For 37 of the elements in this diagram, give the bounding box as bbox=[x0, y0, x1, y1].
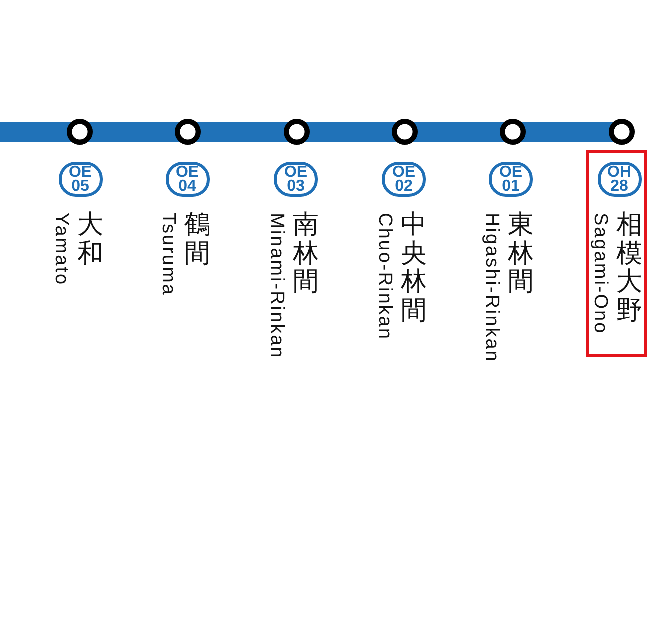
station-name: 東林間 bbox=[508, 211, 534, 297]
station-name: 中央林間 bbox=[401, 211, 427, 326]
station-name-romanized: Sagami-Ono bbox=[591, 213, 610, 335]
station-number-badge bbox=[382, 162, 426, 197]
station-number-badge bbox=[58, 162, 102, 197]
station-number-badge bbox=[598, 162, 642, 197]
station-code: OE 02 bbox=[391, 166, 417, 194]
station-name: 相模大野 bbox=[616, 211, 642, 326]
station-name: 鶴間 bbox=[184, 211, 210, 268]
station-name: 大和 bbox=[78, 211, 104, 268]
station-name: 南林間 bbox=[293, 211, 319, 297]
rail-line bbox=[93, 122, 175, 142]
rail-line bbox=[310, 122, 392, 142]
rail-line bbox=[526, 122, 609, 142]
station-circle bbox=[175, 119, 201, 145]
rail-line bbox=[0, 122, 67, 142]
station-name-romanized: Yamato bbox=[52, 213, 71, 286]
station-circle bbox=[609, 119, 635, 145]
station-name-romanized: Tsuruma bbox=[159, 213, 178, 296]
station-code: OE 03 bbox=[283, 166, 309, 194]
station-code: OE 05 bbox=[68, 166, 94, 194]
rail-line bbox=[418, 122, 500, 142]
station-name-romanized: Chuo-Rinkan bbox=[376, 213, 394, 340]
station-circle bbox=[67, 119, 93, 145]
station-number-badge bbox=[489, 162, 533, 197]
station-circle bbox=[500, 119, 526, 145]
rail-line bbox=[201, 122, 284, 142]
station-code: OE 04 bbox=[174, 166, 200, 194]
station-number-badge bbox=[274, 162, 318, 197]
station-code: OE 01 bbox=[498, 166, 524, 194]
station-name-romanized: Higashi-Rinkan bbox=[482, 213, 502, 363]
highlight-frame bbox=[586, 150, 647, 357]
station-code: OH 28 bbox=[606, 166, 632, 194]
station-name-romanized: Minami-Rinkan bbox=[268, 213, 286, 360]
station-number-badge bbox=[166, 162, 210, 197]
station-circle bbox=[284, 119, 310, 145]
station-circle bbox=[392, 119, 418, 145]
